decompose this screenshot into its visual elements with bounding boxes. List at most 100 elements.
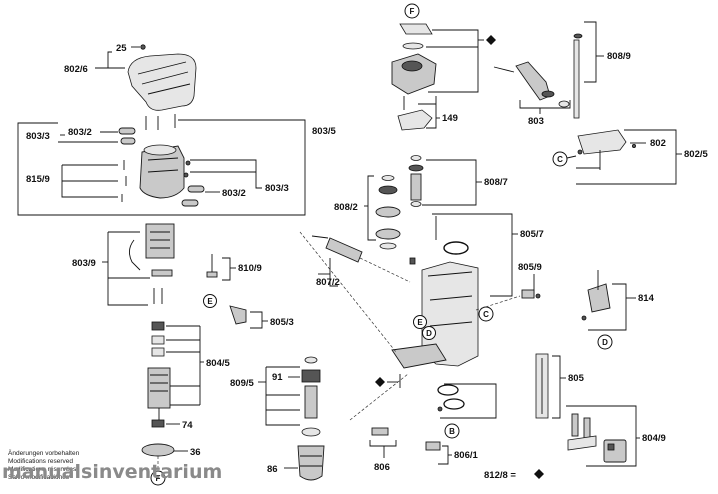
bracket-806 bbox=[369, 440, 397, 447]
part-group-805-3: 805/3 bbox=[229, 305, 294, 329]
part-group-805: 805 bbox=[535, 353, 585, 419]
label-802-6: 802/6 bbox=[64, 64, 88, 75]
screw-icon bbox=[535, 293, 541, 299]
bearing-icon bbox=[151, 321, 165, 331]
label-805-3: 805/3 bbox=[270, 317, 294, 328]
part-group-149: F 149 bbox=[391, 3, 496, 131]
label-807-2: 807/2 bbox=[316, 277, 340, 288]
ref-marker-b-text: B bbox=[449, 427, 455, 436]
label-814: 814 bbox=[638, 293, 655, 304]
screw-icon bbox=[140, 44, 146, 50]
label-803: 803 bbox=[528, 116, 544, 127]
leader-803-3b bbox=[190, 159, 262, 189]
bracket-149 bbox=[426, 96, 437, 129]
ref-marker-e-mid-text: E bbox=[417, 318, 423, 327]
switch-box-icon bbox=[603, 439, 627, 463]
washer-icon bbox=[402, 42, 424, 50]
diamond-icon bbox=[375, 377, 385, 387]
bracket-upper-head bbox=[428, 29, 479, 93]
label-74: 74 bbox=[182, 420, 193, 431]
bracket-809-5 bbox=[265, 367, 300, 426]
bearing-icon bbox=[408, 164, 424, 172]
field-coil-icon bbox=[145, 223, 175, 259]
bracket-base-rings bbox=[440, 383, 497, 419]
label-803-2-top: 803/2 bbox=[68, 127, 92, 138]
notice-line-1: Änderungen vorbehalten bbox=[8, 449, 80, 457]
label-803-5: 803/5 bbox=[312, 126, 336, 137]
brush-icon bbox=[571, 413, 579, 437]
part-group-802-5: C 802 802/5 bbox=[552, 129, 708, 185]
ref-marker-e-mid bbox=[413, 315, 427, 329]
washer-icon bbox=[379, 242, 397, 250]
notice-line-2: Modifications reserved bbox=[8, 458, 73, 465]
ref-marker-f-bottom-text: F bbox=[156, 474, 161, 483]
label-804-5: 804/5 bbox=[206, 358, 230, 369]
notice-line-4: Salvo modificaciones bbox=[8, 474, 70, 481]
gasket-icon bbox=[399, 23, 433, 35]
ref-marker-f-top-text: F bbox=[410, 7, 415, 16]
label-806-1: 806/1 bbox=[454, 450, 478, 461]
spring-ring-icon bbox=[443, 241, 469, 255]
screw-icon bbox=[437, 406, 443, 412]
bracket-808-7 bbox=[422, 159, 477, 206]
watermark: manualsinventarium bbox=[2, 461, 222, 483]
brush-plate-icon bbox=[567, 435, 597, 451]
nut-icon bbox=[206, 271, 218, 278]
label-802-5: 802/5 bbox=[684, 149, 708, 160]
guide-line bbox=[299, 231, 397, 353]
washer-icon bbox=[558, 100, 570, 108]
gear-icon bbox=[401, 60, 423, 72]
notice-line-3: Modifications réservées bbox=[8, 466, 77, 473]
guide-line bbox=[359, 257, 411, 283]
bracket-810-9 bbox=[222, 257, 231, 281]
ref-marker-d-right-text: D bbox=[602, 338, 608, 347]
screw-icon bbox=[183, 172, 189, 178]
part-group-802-6: 25 802/6 bbox=[64, 43, 197, 111]
fan-icon bbox=[141, 443, 175, 457]
shaft-icon bbox=[410, 173, 422, 201]
screw-icon bbox=[632, 143, 637, 148]
bearing-icon bbox=[151, 419, 165, 428]
ref-marker-d-mid-text: D bbox=[426, 329, 432, 338]
depth-stop-icon bbox=[325, 237, 363, 263]
screw-icon bbox=[493, 66, 515, 73]
motor-cover-icon bbox=[127, 53, 197, 111]
notice-block: Änderungen vorbehalten Modifications res… bbox=[2, 449, 222, 483]
ref-marker-d-right bbox=[597, 334, 613, 350]
label-149: 149 bbox=[442, 113, 458, 124]
part-group-803: 803 bbox=[493, 61, 571, 127]
base-plate-icon bbox=[391, 343, 447, 369]
diamond-icon bbox=[534, 469, 544, 479]
brush-holder-icon bbox=[187, 185, 205, 193]
ref-marker-c-right bbox=[552, 151, 568, 167]
cover-ribs bbox=[137, 61, 191, 95]
guide-line bbox=[475, 295, 521, 311]
gear-icon bbox=[375, 206, 401, 218]
part-group-804-9: 804/9 bbox=[566, 405, 666, 467]
spring-ring-icon bbox=[437, 384, 459, 396]
column-ribs bbox=[427, 271, 473, 327]
part-group-807-2: 807/2 bbox=[311, 235, 411, 288]
clamp-icon bbox=[229, 305, 247, 325]
part-group-804-5: 804/5 74 36 F bbox=[141, 321, 230, 486]
washer-icon bbox=[381, 175, 395, 181]
gear-housing-icon bbox=[391, 53, 437, 95]
part-group-805-9: 805/9 bbox=[518, 262, 542, 299]
housing-rim bbox=[143, 144, 177, 156]
gear-icon bbox=[375, 228, 401, 240]
label-805: 805 bbox=[568, 373, 585, 384]
screw-icon bbox=[581, 315, 587, 321]
ref-marker-d-mid bbox=[422, 326, 436, 340]
bracket-housing-icon bbox=[577, 129, 627, 155]
label-810-9: 810/9 bbox=[238, 263, 262, 274]
brush-holder-icon bbox=[120, 137, 136, 145]
guide-line bbox=[349, 373, 409, 421]
label-812-8: 812/8 = bbox=[484, 470, 516, 481]
washer-icon bbox=[304, 356, 318, 364]
part-group-810-9: 810/9 E bbox=[203, 254, 262, 308]
label-806: 806 bbox=[374, 462, 390, 473]
brush-holder-icon bbox=[181, 199, 199, 207]
motor-housing-icon bbox=[139, 145, 185, 199]
bearing-icon bbox=[151, 335, 165, 345]
